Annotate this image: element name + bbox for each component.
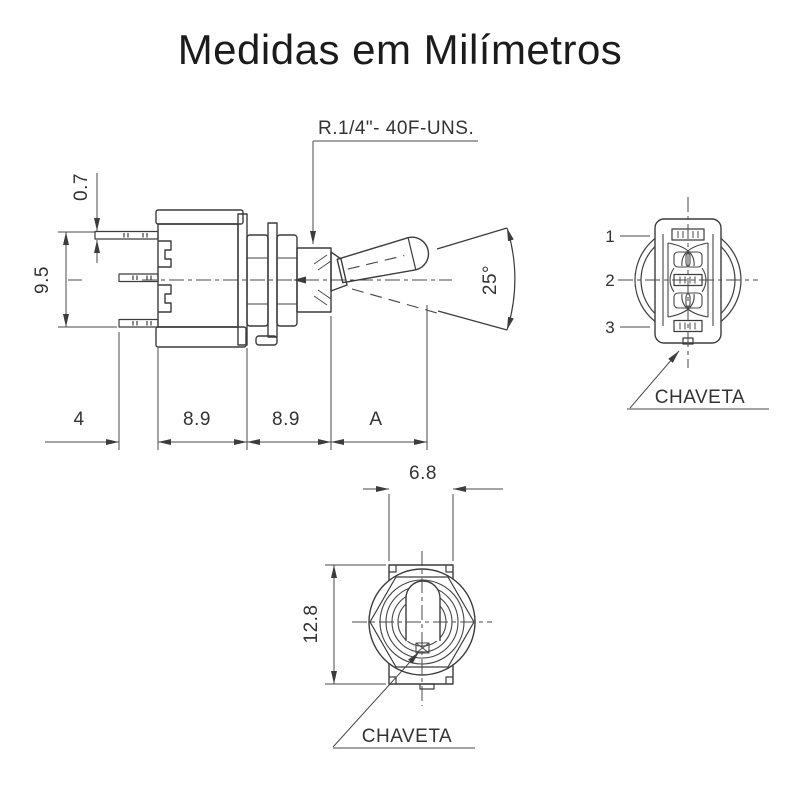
dim-terminal-length: 4	[73, 409, 84, 430]
side-terminals	[94, 230, 159, 328]
page-title: Medidas em Milímetros	[177, 26, 623, 73]
dim-front-width: 6.8	[409, 463, 437, 484]
dim-swing-angle: 25°	[480, 265, 501, 295]
dim-front-height: 12.8	[301, 605, 322, 644]
side-dimensions: 0.7 9.5 4 8.9 8.9 A 25°	[32, 173, 501, 450]
dim-terminal-thickness: 0.7	[71, 173, 92, 201]
front-view: 6.8 12.8 CHAVETA	[301, 463, 503, 749]
dim-body-length: 8.9	[183, 409, 211, 430]
pin-label-3: 3	[605, 318, 614, 337]
rear-key-label: CHAVETA	[655, 387, 745, 408]
front-hex-nut	[369, 576, 475, 668]
dim-lever-length: A	[369, 409, 382, 430]
bushing-assembly	[246, 222, 332, 346]
rear-view: 1 2 3 CHAVETA	[605, 197, 769, 410]
front-chaveta-leader: CHAVETA	[332, 651, 475, 749]
dim-bushing-length: 8.9	[272, 409, 300, 430]
pin-label-1: 1	[605, 227, 614, 246]
front-dimensions: 6.8 12.8	[301, 463, 503, 685]
dim-terminal-span: 9.5	[32, 266, 53, 294]
front-key-label: CHAVETA	[362, 726, 452, 747]
thread-label: R.1/4"- 40F-UNS.	[318, 118, 474, 139]
rear-chaveta-leader: CHAVETA	[627, 350, 769, 410]
side-view: R.1/4"- 40F-UNS. 0.7 9.5	[32, 118, 516, 450]
swing-fan	[351, 227, 516, 331]
pin-label-2: 2	[605, 271, 614, 290]
switch-body	[155, 209, 248, 348]
toggle-lever	[330, 236, 430, 292]
thread-leader: R.1/4"- 40F-UNS.	[310, 118, 478, 244]
front-lever	[405, 580, 441, 641]
